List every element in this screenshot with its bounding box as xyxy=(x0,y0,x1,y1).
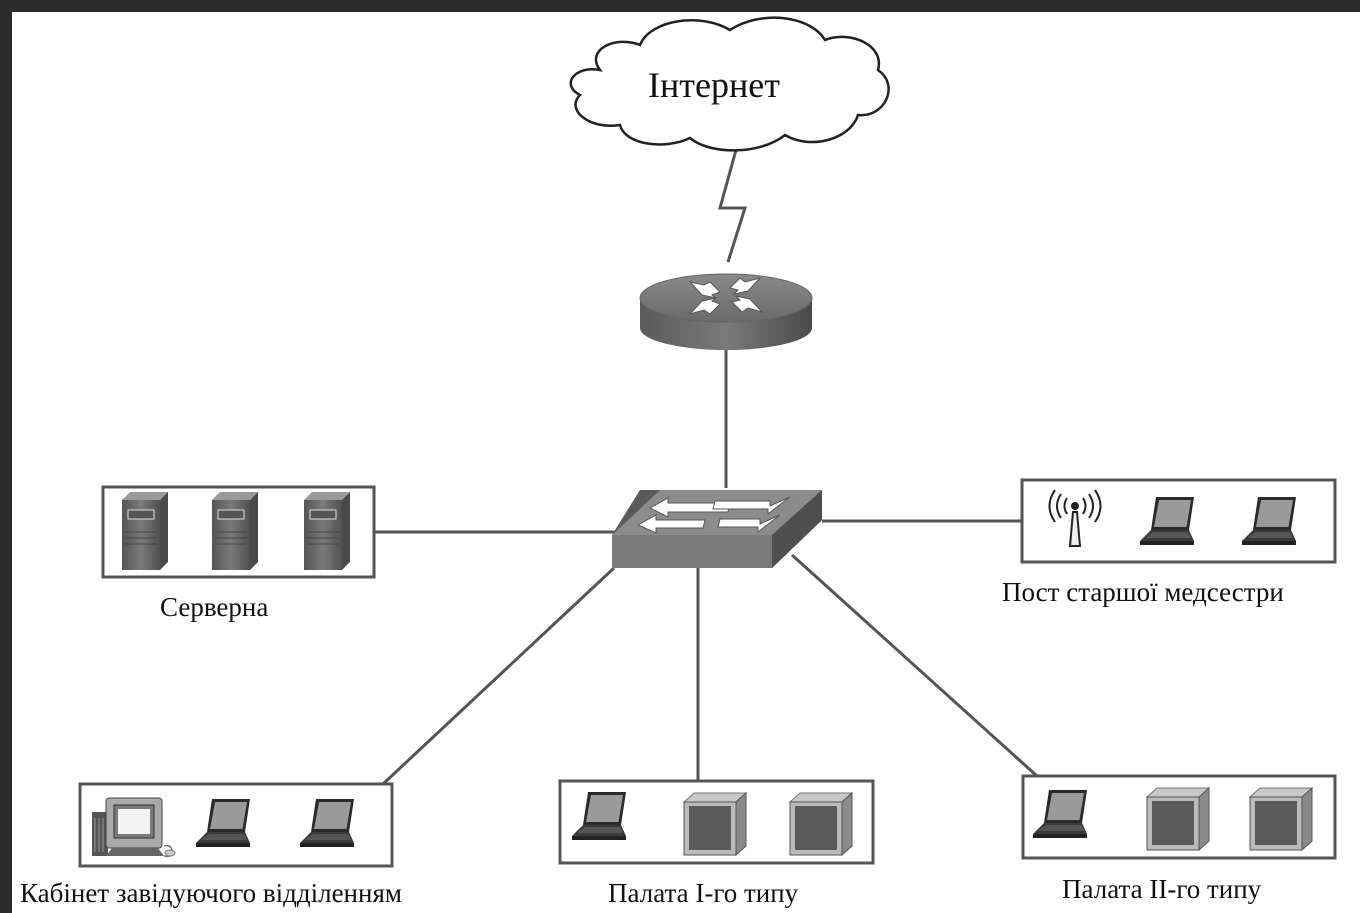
head-office-label: Кабінет завідуючого відділенням xyxy=(20,878,402,908)
diagram-canvas: Інтернет Серверна Пост старшої медсестри… xyxy=(12,12,1360,913)
network-links xyxy=(374,149,1039,786)
workstation-icon xyxy=(1249,787,1313,851)
server-icon xyxy=(121,491,169,571)
switch-icon xyxy=(612,490,822,568)
ward-2-link xyxy=(790,553,1039,778)
ward-1-label: Палата І-го типу xyxy=(608,878,799,908)
internet-label: Інтернет xyxy=(648,65,780,105)
nurse-post-label: Пост старшої медсестри xyxy=(1002,577,1284,607)
cloud-icon xyxy=(569,16,890,152)
server-room-label: Серверна xyxy=(160,592,269,622)
server-icon xyxy=(303,491,351,571)
internet-link xyxy=(718,149,748,263)
network-diagram xyxy=(78,16,1337,868)
server-icon xyxy=(211,491,259,571)
head-office-link xyxy=(381,566,616,786)
workstation-icon xyxy=(1146,787,1210,851)
ward-2-label: Палата ІІ-го типу xyxy=(1062,874,1262,904)
workstation-icon xyxy=(789,792,853,856)
router-icon xyxy=(639,273,813,350)
workstation-icon xyxy=(683,792,747,856)
